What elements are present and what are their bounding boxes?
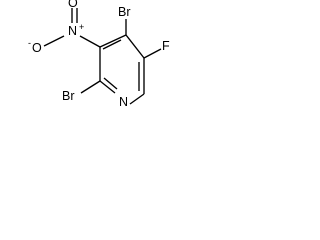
bromine-label-top: Br [118, 5, 131, 19]
bond-n-o-minus [43, 35, 65, 47]
ring-nitrogen-label: N [119, 95, 128, 109]
bond-c2-br [80, 80, 101, 94]
nitro-positive-charge: + [79, 22, 84, 32]
bromine-label-bottom: Br [62, 89, 75, 103]
fluorine-label: F [162, 39, 170, 53]
2-4-dibromo-5-fluoro-3-nitropyridine-structure: Br F O N + O - Br N [28, 0, 170, 109]
substituent-bonds [43, 8, 162, 94]
bond-c5-f [143, 48, 162, 59]
bond-c3-n [79, 35, 101, 48]
bond-c4-c5 [125, 34, 145, 59]
nitrogen-label-nitro: N [68, 24, 77, 38]
oxygen-label-anionic: O [32, 41, 42, 55]
ring-bonds [99, 34, 145, 105]
oxygen-negative-charge: - [28, 38, 31, 48]
atom-labels: Br F O N + O - Br N [28, 0, 170, 109]
bond-c2-n1-inner [103, 77, 118, 90]
oxygen-label-double: O [68, 0, 78, 10]
bond-c3-c4-inner [102, 39, 122, 50]
bond-c3-c4 [99, 34, 127, 48]
bond-n1-c6 [129, 93, 145, 105]
bond-c2-n1 [99, 80, 116, 94]
